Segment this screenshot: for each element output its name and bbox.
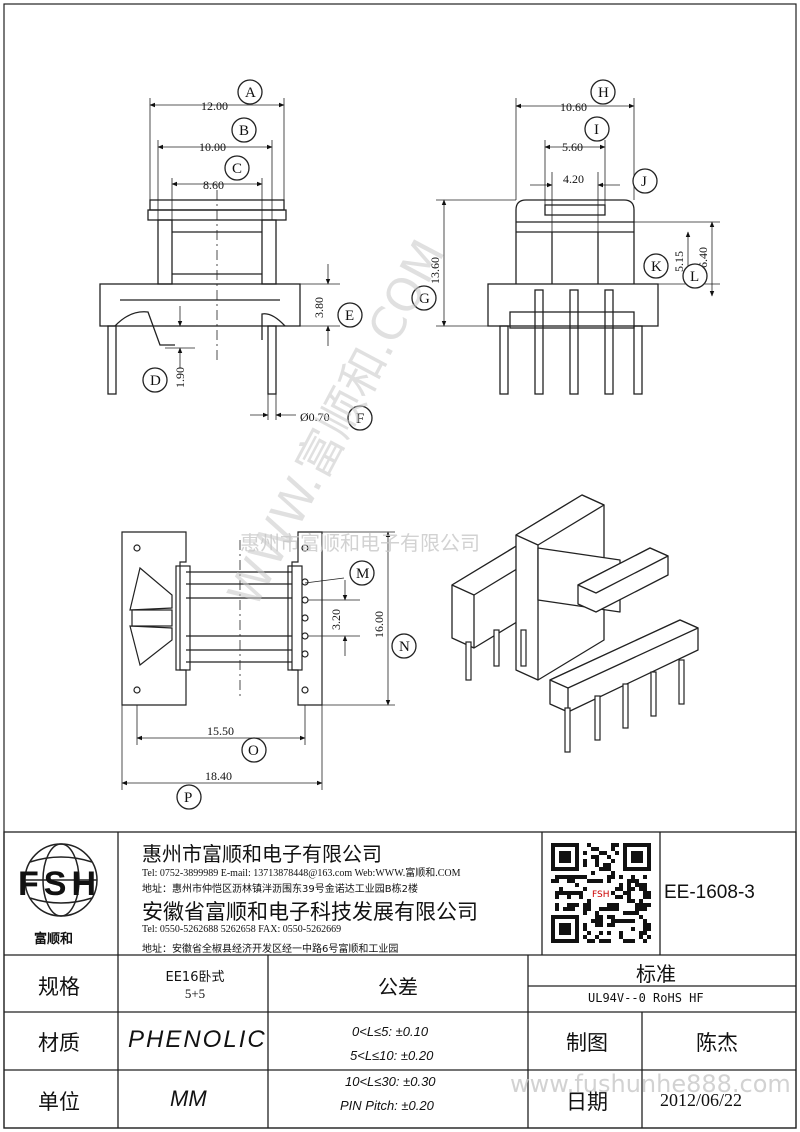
logo-caption: 富顺和	[34, 932, 74, 947]
label-j: J	[641, 174, 647, 190]
tolerance-3: 10<L≤30: ±0.30	[345, 1074, 436, 1089]
company1-name: 惠州市富顺和电子有限公司	[142, 842, 382, 866]
label-p: P	[184, 790, 192, 806]
company1-contact: Tel: 0752-3899989 E-mail: 13713878448@16…	[142, 868, 461, 879]
isometric-pins	[465, 629, 685, 753]
standard-label: 标准	[636, 962, 676, 986]
label-a: A	[245, 85, 256, 101]
part-number: EE-1608-3	[664, 882, 755, 903]
dim-b-value: 10.00	[199, 140, 226, 154]
dim-i-value: 5.60	[562, 140, 583, 154]
dim-l-value: 6.40	[696, 247, 710, 268]
qr-caption: FSH	[592, 890, 610, 900]
watermark-diagonal: WWW.富顺和.COM	[217, 231, 455, 615]
date-label: 日期	[566, 1090, 608, 1114]
dim-n-value: 16.00	[372, 611, 386, 638]
label-n: N	[399, 639, 410, 655]
label-f: F	[356, 411, 364, 427]
standard-value: UL94V--0 RoHS HF	[588, 991, 704, 1005]
dim-d-value: 1.90	[173, 367, 187, 388]
title-block-grid	[3, 831, 797, 1129]
company1-address: 地址：惠州市仲恺区沥林镇泮沥围东39号金诺达工业园B栋2楼	[142, 884, 418, 895]
spec-value-1: EE16卧式	[165, 970, 225, 985]
label-e: E	[345, 308, 354, 324]
bottom-view-dims	[121, 531, 395, 790]
dim-o-value: 15.50	[207, 724, 234, 738]
side-view	[487, 199, 659, 395]
watermark-url: www.fushunhe888.com	[510, 1070, 791, 1098]
dim-j-value: 4.20	[563, 172, 584, 186]
dim-k-value: 5.15	[672, 251, 686, 272]
bottom-view	[121, 531, 323, 706]
unit-label: 单位	[38, 1090, 80, 1114]
dim-c-value: 8.60	[203, 178, 224, 192]
tolerance-1: 0<L≤5: ±0.10	[352, 1024, 429, 1039]
unit-value: MM	[170, 1086, 207, 1111]
drawing-border	[3, 3, 797, 1129]
material-label: 材质	[38, 1031, 80, 1055]
drawn-label: 制图	[566, 1031, 608, 1055]
callout-labels	[142, 79, 708, 810]
tolerance-label: 公差	[378, 975, 418, 999]
dim-g-value: 13.60	[428, 257, 442, 284]
logo-letters: FSH	[18, 865, 101, 903]
company2-name: 安徽省富顺和电子科技发展有限公司	[142, 900, 478, 924]
label-m: M	[356, 566, 369, 582]
spec-value-2: 5+5	[184, 986, 206, 1001]
dim-h-value: 10.60	[560, 100, 587, 114]
front-view	[99, 190, 301, 395]
dim-f-value: Ø0.70	[300, 410, 330, 424]
label-k: K	[651, 259, 662, 275]
dim-a-value: 12.00	[201, 99, 228, 113]
date-value: 2012/06/22	[660, 1090, 743, 1110]
watermark-company: 惠州市富顺和电子有限公司	[240, 531, 480, 555]
label-b: B	[239, 123, 249, 139]
dim-p-value: 18.40	[205, 769, 232, 783]
dim-e-value: 3.80	[312, 297, 326, 318]
material-value: PHENOLIC	[128, 1026, 267, 1053]
label-g: G	[419, 291, 430, 307]
front-view-dims	[149, 98, 340, 420]
tolerance-2: 5<L≤10: ±0.20	[350, 1048, 434, 1063]
label-c: C	[232, 161, 242, 177]
drawn-value: 陈杰	[696, 1031, 738, 1055]
label-h: H	[598, 85, 609, 101]
isometric-view	[451, 494, 699, 713]
label-o: O	[248, 743, 259, 759]
qr-code	[547, 839, 655, 947]
label-l: L	[690, 269, 699, 285]
label-i: I	[594, 122, 599, 138]
spec-label: 规格	[38, 975, 80, 999]
dim-m-value: 3.20	[329, 609, 343, 630]
label-d: D	[150, 373, 161, 389]
tolerance-4: PIN Pitch: ±0.20	[340, 1098, 434, 1113]
fsh-logo	[24, 843, 98, 917]
callout-leaders	[304, 577, 345, 584]
company2-address: 地址：安徽省全椒县经济开发区经一中路6号富顺和工业园	[142, 944, 399, 955]
company2-contact: Tel: 0550-5262688 5262658 FAX: 0550-5262…	[142, 924, 342, 935]
